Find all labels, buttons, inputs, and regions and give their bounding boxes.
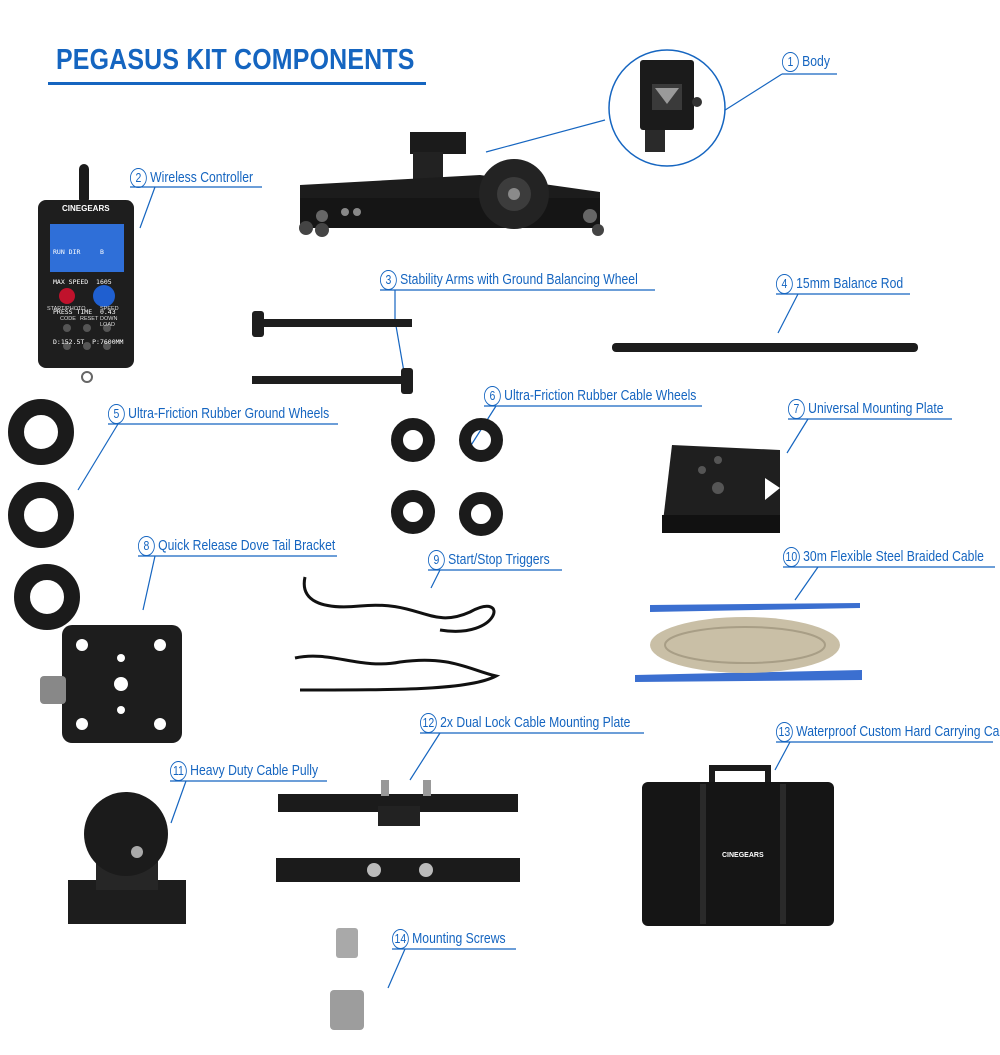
component-number: 11 — [170, 761, 187, 781]
component-name: 2x Dual Lock Cable Mounting Plate — [440, 715, 631, 731]
dovetail-bracket-icon — [40, 625, 182, 743]
controller-screen: RUN DIR B MAX SPEED 1605 PRESS TIME 0.43… — [53, 227, 123, 367]
component-name: Ultra-Friction Rubber Ground Wheels — [128, 406, 330, 422]
component-name: Wireless Controller — [150, 170, 254, 186]
case-brand-label: CINEGEARS — [722, 852, 764, 859]
component-number: 12 — [420, 713, 437, 733]
stability-arms-icon — [252, 311, 413, 394]
component-name: Waterproof Custom Hard Carrying Case — [796, 724, 1000, 740]
dual-lock-plates-icon — [276, 780, 520, 882]
component-number: 6 — [484, 386, 501, 406]
start-stop-triggers-icon — [294, 576, 501, 692]
controller-brand-label: CINEGEARS — [62, 204, 110, 213]
screen-line: RUN DIR B — [53, 248, 104, 256]
title-underline — [48, 82, 426, 85]
component-number: 10 — [783, 547, 800, 567]
code-label: CODE — [60, 316, 76, 322]
body-closeup-icon — [608, 49, 726, 167]
component-name: Heavy Duty Cable Pully — [190, 763, 319, 779]
screen-line: MAX SPEED 1605 — [53, 278, 112, 286]
cable-pulley-icon — [68, 792, 186, 924]
component-number: 5 — [108, 404, 125, 424]
cable-wheels-icon — [391, 418, 503, 536]
download-label: DOWN LOAD — [100, 316, 118, 328]
speed-label: SPEED — [100, 306, 119, 312]
component-name: Quick Release Dove Tail Bracket — [158, 538, 336, 554]
reset-label: RESET — [80, 316, 99, 322]
screen-line: PRESS TIME 0.43 — [53, 308, 116, 316]
component-number: 7 — [788, 399, 805, 419]
component-name: 30m Flexible Steel Braided Cable — [803, 549, 984, 565]
component-number: 3 — [380, 270, 397, 290]
component-number: 8 — [138, 536, 155, 556]
steel-cable-icon — [635, 603, 862, 682]
component-name: Universal Mounting Plate — [808, 401, 944, 417]
pegasus-body-icon — [299, 132, 604, 237]
component-number: 13 — [776, 722, 793, 742]
component-name: Stability Arms with Ground Balancing Whe… — [400, 272, 638, 288]
component-name: Body — [802, 54, 830, 70]
component-name: Start/Stop Triggers — [448, 552, 550, 568]
component-number: 4 — [776, 274, 793, 294]
component-number: 1 — [782, 52, 799, 72]
mounting-screws-icon — [330, 928, 364, 1030]
component-name: 15mm Balance Rod — [796, 276, 904, 292]
leader-lines — [77, 73, 995, 989]
component-number: 9 — [428, 550, 445, 570]
hard-case-icon — [642, 765, 834, 926]
component-number: 14 — [392, 929, 409, 949]
balance-rod-icon — [612, 343, 918, 352]
component-number: 2 — [130, 168, 147, 188]
ground-wheels-icon — [8, 399, 80, 630]
wireless-controller-icon — [38, 164, 134, 383]
component-name: Ultra-Friction Rubber Cable Wheels — [504, 388, 697, 404]
component-name: Mounting Screws — [412, 931, 506, 947]
page-title: PEGASUS KIT COMPONENTS — [56, 44, 415, 76]
universal-mounting-plate-icon — [662, 445, 780, 533]
start-photo-label: START/PHOTO — [47, 306, 86, 312]
screen-line: D:152.5T P:7600MM — [53, 338, 124, 346]
